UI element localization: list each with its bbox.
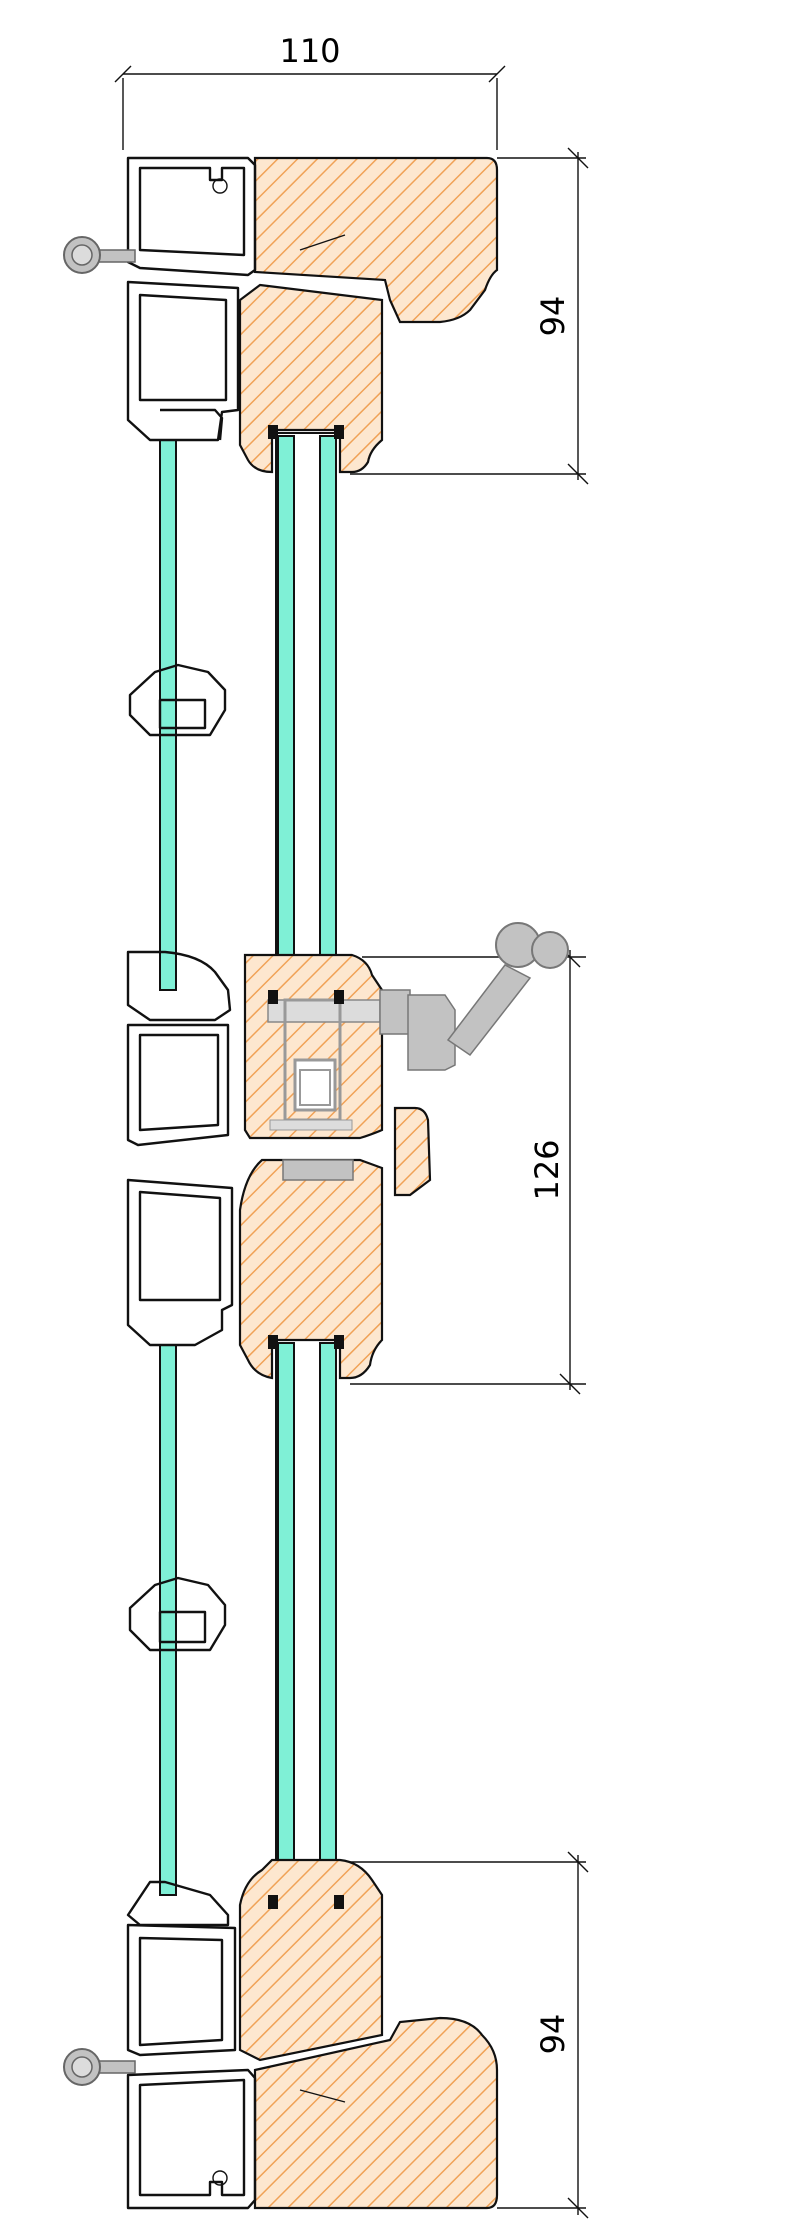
aluminium-sash-profile-lower — [126, 1178, 234, 1347]
timber-frame-head — [253, 156, 499, 324]
dimension-top-width: 110 — [114, 32, 506, 150]
double-glazing-lower — [275, 1339, 337, 1901]
dimension-label-top-height: 94 — [534, 296, 572, 337]
dimension-label-bottom-height: 94 — [534, 2014, 572, 2055]
dimension-bottom-height: 94 — [350, 1851, 589, 2219]
aluminium-glazing-bead-upper — [128, 663, 227, 737]
dimension-label-middle-height: 126 — [528, 1139, 566, 1200]
single-glazing-upper — [159, 439, 177, 991]
timber-sash-bottom-rail — [238, 1858, 384, 2062]
pivot-handle-lower — [63, 2048, 136, 2086]
lock-mechanism — [269, 998, 354, 1181]
single-glazing-lower — [159, 1344, 177, 1896]
aluminium-glazing-bead-lower — [128, 1576, 227, 1652]
double-glazing-upper — [275, 432, 337, 994]
aluminium-sash-profile-bottom — [126, 1880, 237, 2057]
glazing-gaskets — [268, 425, 344, 1909]
timber-frame-sill — [253, 2016, 499, 2210]
pivot-handle-upper — [63, 236, 136, 274]
aluminium-frame-head — [126, 156, 257, 277]
aluminium-sash-profile-upper — [126, 280, 240, 442]
timber-sash-meeting-rail-lower — [238, 1158, 384, 1380]
aluminium-sash-profile-meeting — [126, 950, 232, 1147]
dimension-top-height: 94 — [350, 147, 589, 485]
window-handle — [267, 922, 569, 1071]
aluminium-frame-sill — [126, 2068, 257, 2210]
dimension-label-top-width: 110 — [279, 32, 340, 70]
